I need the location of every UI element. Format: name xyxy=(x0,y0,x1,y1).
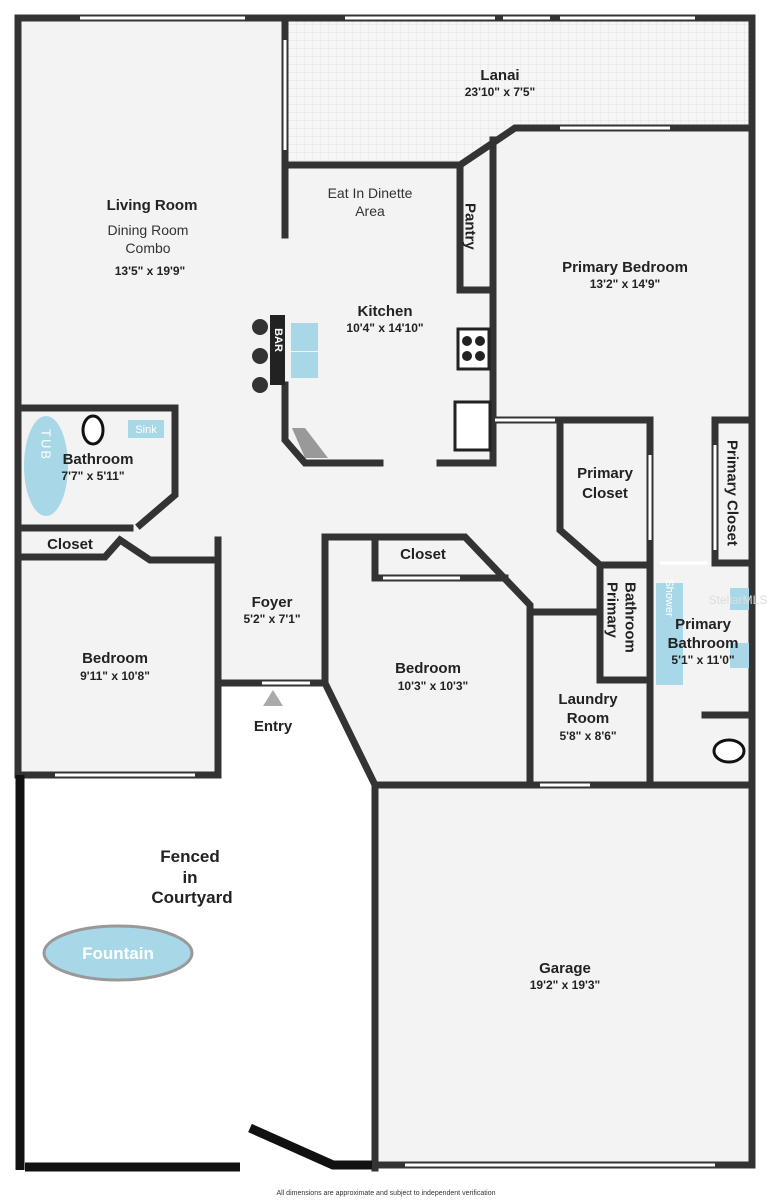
vanity-sink-icon xyxy=(730,643,749,668)
sink-label: Sink xyxy=(135,424,157,436)
dinette-label: Eat In Dinette xyxy=(328,185,413,201)
fountain-icon xyxy=(42,924,194,982)
svg-text:Dining Room: Dining Room xyxy=(108,222,189,238)
stairs-icon xyxy=(292,428,328,458)
tub-icon xyxy=(24,416,68,516)
living-room-label: Living Room xyxy=(107,197,198,214)
fountain-label: Fountain xyxy=(82,944,154,963)
bathroom-label: Bathroom xyxy=(63,451,134,468)
svg-text:13'2" x 14'9": 13'2" x 14'9" xyxy=(590,277,660,291)
svg-text:Closet: Closet xyxy=(582,485,628,502)
pantry-label: Pantry xyxy=(462,203,479,250)
primary-closet-label: Primary xyxy=(577,465,634,482)
vanity-sink-icon xyxy=(730,588,749,610)
fridge-icon xyxy=(453,400,492,452)
bar-stool-icon xyxy=(252,377,268,393)
fixtures: BAR TUB Sink Shower xyxy=(24,319,749,982)
svg-text:5'2" x 7'1": 5'2" x 7'1" xyxy=(243,612,300,626)
kitchen-label: Kitchen xyxy=(357,303,412,320)
bedroom-mid-label: Bedroom xyxy=(395,660,461,677)
svg-text:5'1" x 11'0": 5'1" x 11'0" xyxy=(671,653,734,667)
living-room-size: 13'5" x 19'9" xyxy=(115,264,185,278)
svg-text:9'11" x 10'8": 9'11" x 10'8" xyxy=(80,669,150,683)
shower-icon xyxy=(656,583,683,685)
svg-text:10'3" x 10'3": 10'3" x 10'3" xyxy=(398,679,468,693)
svg-text:Area: Area xyxy=(355,203,385,219)
svg-text:Combo: Combo xyxy=(125,240,170,256)
bar-label: BAR xyxy=(272,328,284,352)
primary-bedroom-label: Primary Bedroom xyxy=(562,259,688,276)
toilet-icon xyxy=(81,414,105,446)
entry-label: Entry xyxy=(254,718,293,735)
bar-stool-icon xyxy=(252,348,268,364)
svg-text:in: in xyxy=(182,868,197,887)
foyer-label: Foyer xyxy=(252,594,293,611)
bedroom-label: Bedroom xyxy=(82,650,148,667)
watermark: StellarMLS xyxy=(709,593,768,607)
windows xyxy=(55,16,717,1167)
laundry-label: Laundry xyxy=(558,691,618,708)
primary-bathroom-label: Primary xyxy=(675,616,732,633)
tub-label: TUB xyxy=(39,429,54,461)
closet-mid-label: Closet xyxy=(400,546,446,563)
lanai-floor xyxy=(285,18,752,165)
courtyard-area xyxy=(20,683,375,1168)
kitchen-size: 10'4" x 14'10" xyxy=(346,321,423,335)
primary-closet-2-label: Primary Closet xyxy=(724,440,741,546)
garage-label: Garage xyxy=(539,960,591,977)
courtyard-label: Fenced xyxy=(160,847,220,866)
svg-text:Room: Room xyxy=(567,710,610,727)
shower-label: Shower xyxy=(663,579,675,617)
svg-text:Bathroom: Bathroom xyxy=(622,582,639,653)
kitchen-sink-icon xyxy=(291,323,318,351)
svg-text:Courtyard: Courtyard xyxy=(151,888,232,907)
room-labels: Lanai 23'10" x 7'5" Living Room Dining R… xyxy=(47,67,767,992)
bar-stool-icon xyxy=(252,319,268,335)
svg-text:19'2" x 19'3": 19'2" x 19'3" xyxy=(530,978,600,992)
primary-bathroom-wc-label: Primary xyxy=(604,582,621,639)
lanai-size: 23'10" x 7'5" xyxy=(465,85,535,99)
cooktop-icon xyxy=(456,327,491,371)
closet-label: Closet xyxy=(47,536,93,553)
footer-disclaimer: All dimensions are approximate and subje… xyxy=(276,1190,495,1197)
sink-icon xyxy=(128,420,164,438)
svg-text:Bathroom: Bathroom xyxy=(668,635,739,652)
toilet-icon xyxy=(712,738,746,764)
svg-text:7'7" x 5'11": 7'7" x 5'11" xyxy=(61,469,124,483)
lanai-label: Lanai xyxy=(480,67,519,84)
entry-arrow-icon xyxy=(263,690,283,706)
svg-text:5'8" x 8'6": 5'8" x 8'6" xyxy=(559,729,616,743)
